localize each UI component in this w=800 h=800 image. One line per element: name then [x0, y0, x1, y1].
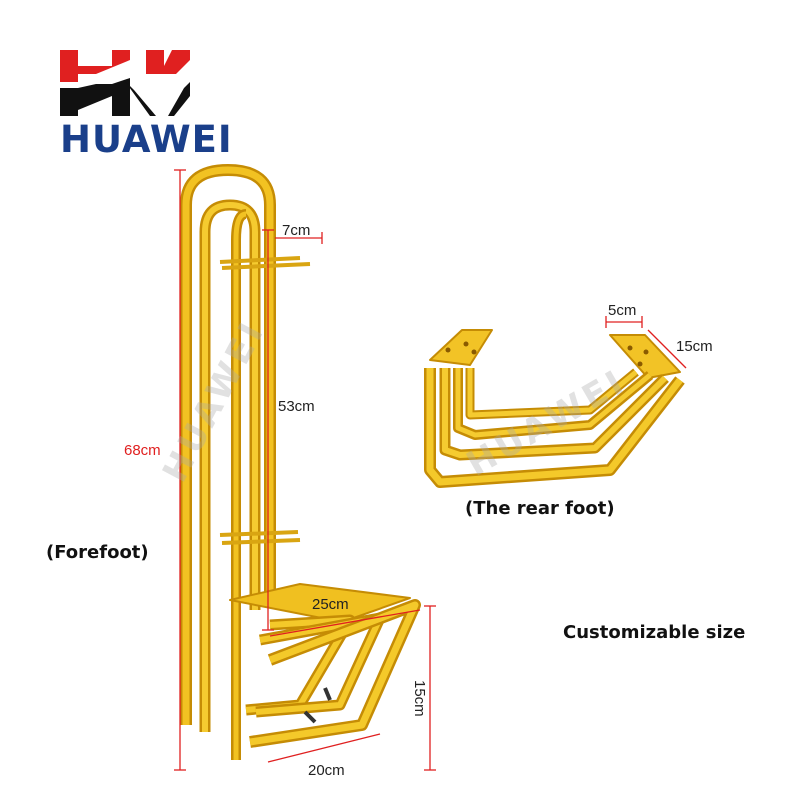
rear-depth-dimension: 15cm	[676, 338, 713, 355]
forefoot-base-width-dimension: 20cm	[308, 762, 345, 779]
forefoot-inner-height-dimension: 53cm	[278, 398, 315, 415]
dimension-lines	[174, 169, 687, 771]
forefoot-base-height-dimension: 15cm	[411, 680, 428, 717]
rear-foot-caption: (The rear foot)	[465, 498, 615, 519]
rear-foot-frame	[424, 329, 685, 488]
forefoot-top-width-dimension: 25cm	[312, 596, 349, 613]
forefoot-frame	[180, 164, 421, 760]
forefoot-height-dimension: 68cm	[124, 442, 161, 459]
brand-name: HUAWEI	[60, 118, 233, 161]
customizable-caption: Customizable size	[563, 622, 746, 643]
forefoot-caption: (Forefoot)	[46, 542, 149, 563]
logo-mark	[60, 50, 190, 116]
forefoot-pin-dimension: 7cm	[282, 222, 311, 239]
rear-plate-dimension: 5cm	[608, 302, 637, 319]
